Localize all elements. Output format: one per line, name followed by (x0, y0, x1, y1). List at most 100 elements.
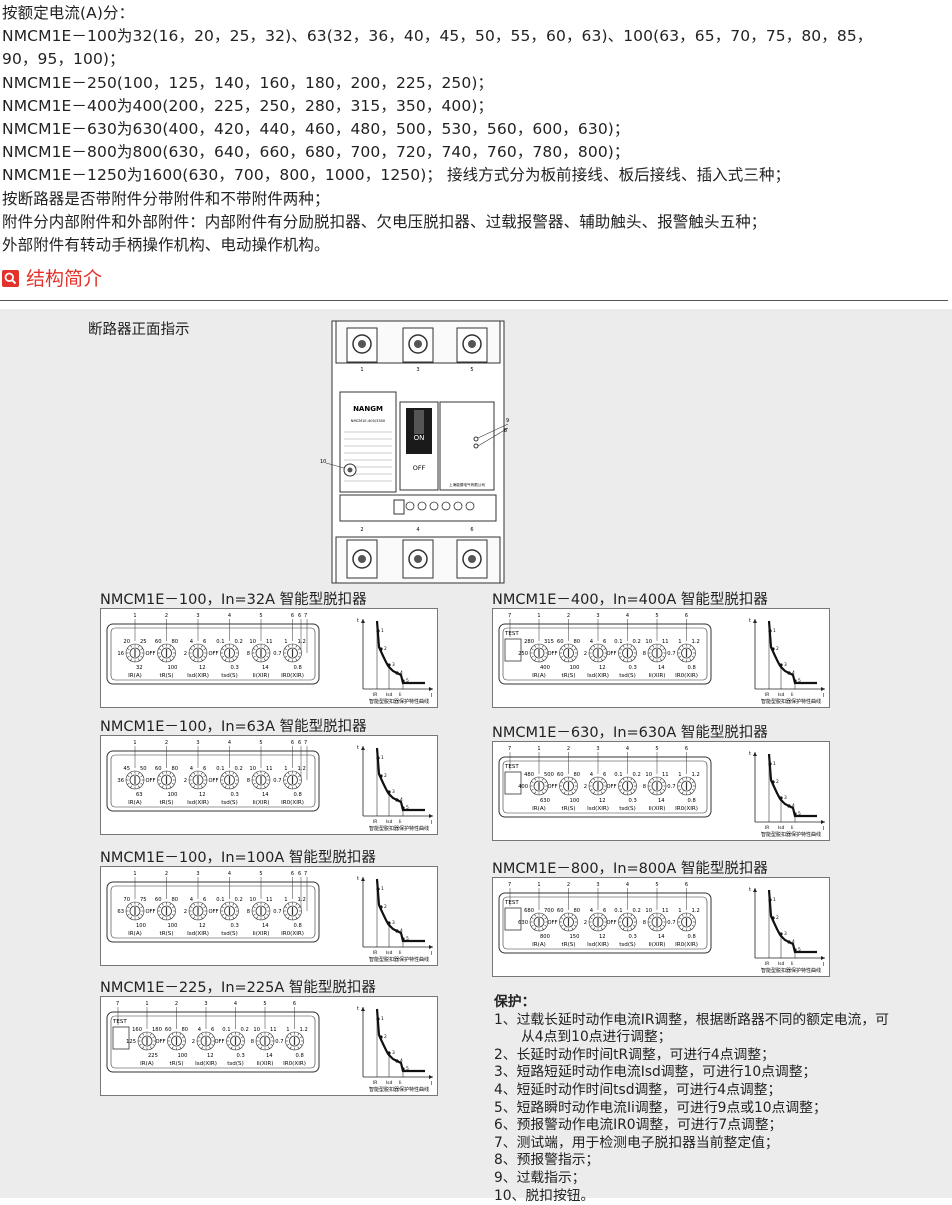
dial-value: 4 (190, 639, 194, 645)
test-port[interactable] (504, 907, 522, 931)
rotary-dial[interactable] (196, 1031, 216, 1051)
rotary-dial[interactable] (157, 901, 176, 921)
dial-value: 0.7 (273, 909, 281, 915)
rotary-dial[interactable] (125, 901, 145, 921)
dial-number: 6 (298, 740, 301, 746)
dial-label: Isd(XIR) (187, 931, 209, 937)
rotary-dial[interactable] (677, 912, 696, 932)
section-header: 结构简介 (0, 266, 948, 294)
dial-value: 60 (557, 908, 564, 914)
rotary-dial[interactable] (618, 776, 637, 796)
rotary-dial[interactable] (157, 770, 176, 790)
rotary-dial[interactable] (647, 776, 667, 796)
curve-point (395, 929, 399, 933)
rotary-dial[interactable] (677, 643, 696, 663)
rotary-dial[interactable] (226, 1031, 245, 1051)
trip-panel-inner (502, 760, 708, 814)
dial-value: 1.2 (692, 908, 700, 914)
rotary-dial[interactable] (588, 643, 608, 663)
curve-tick-label: Isd (778, 692, 785, 698)
rotary-dial[interactable] (647, 912, 667, 932)
rotary-dial[interactable] (529, 643, 549, 663)
rotary-dial[interactable] (220, 643, 239, 663)
rotary-dial[interactable] (251, 643, 271, 663)
rotary-dial[interactable] (647, 643, 667, 663)
dial-value: 10 (645, 772, 652, 778)
dial-value: 0.2 (235, 639, 243, 645)
dial-value: 400 (540, 665, 550, 671)
dial-value: 0.3 (231, 923, 239, 929)
rotary-dial[interactable] (588, 776, 608, 796)
dial-number: 3 (596, 613, 599, 619)
terminal-number: 3 (416, 367, 419, 373)
dial-number: 2 (165, 871, 168, 877)
rotary-dial[interactable] (125, 643, 145, 663)
dial-value: 14 (266, 1053, 273, 1059)
dial-number: 3 (204, 1001, 207, 1007)
dial-value: 1.2 (298, 766, 306, 772)
curve-point-number: 1 (773, 761, 776, 767)
dial-value: 2 (184, 909, 187, 915)
intro-line: 按断路器是否带附件分带附件和不带附件两种； (2, 189, 330, 208)
rotary-dial[interactable] (251, 770, 271, 790)
dial-value: 2 (184, 651, 187, 657)
rotary-dial[interactable] (167, 1031, 186, 1051)
rotary-dial[interactable] (285, 1031, 304, 1051)
rotary-dial[interactable] (588, 912, 608, 932)
test-port[interactable] (504, 638, 522, 662)
dial-value: 700 (544, 908, 554, 914)
dial-label: IR0(XIR) (675, 806, 698, 812)
curve-axis-label: t (749, 618, 751, 624)
dial-number: 1 (537, 613, 540, 619)
rotary-dial[interactable] (529, 912, 549, 932)
rotary-dial[interactable] (618, 912, 637, 932)
dial-number: 6 (291, 871, 294, 877)
company-name: 上海能德电气有限公司 (449, 482, 485, 487)
curve-tick-label: Ii (791, 692, 794, 698)
curve-point-number: 3 (784, 931, 787, 937)
rotary-dial[interactable] (220, 901, 239, 921)
dial-value: 14 (658, 665, 665, 671)
rotary-dial[interactable] (559, 912, 578, 932)
rotary-dial[interactable] (559, 776, 578, 796)
rotary-dial[interactable] (529, 776, 549, 796)
test-port[interactable] (393, 499, 405, 515)
dial-label: tR(S) (160, 673, 174, 679)
dial-value: 16 (117, 651, 124, 657)
rotary-dial[interactable] (137, 1031, 157, 1051)
test-port[interactable] (504, 771, 522, 795)
rotary-dial[interactable] (255, 1031, 275, 1051)
dial-value: 4 (590, 772, 594, 778)
dial-label: tR(S) (160, 931, 174, 937)
rotary-dial[interactable] (283, 643, 302, 663)
dial-number: 2 (567, 882, 570, 888)
rotary-dial[interactable] (125, 770, 145, 790)
callout-number: 9 (506, 418, 509, 424)
test-label: TEST (504, 764, 519, 770)
rotary-dial[interactable] (251, 901, 271, 921)
test-port[interactable] (112, 1026, 130, 1050)
dial-label: tR(S) (170, 1061, 184, 1067)
rotary-dial[interactable] (677, 776, 696, 796)
protection-item: 9、过载指示； (494, 1169, 586, 1186)
rotary-dial[interactable] (283, 901, 302, 921)
rotary-dial[interactable] (220, 770, 239, 790)
rotary-dial[interactable] (283, 770, 302, 790)
dial-value: 8 (247, 778, 250, 784)
trip-unit-title: NMCM1E－800，In=800A 智能型脱扣器 (492, 861, 768, 877)
dial-value: 60 (165, 1027, 172, 1033)
rotary-dial[interactable] (188, 901, 208, 921)
rotary-dial[interactable] (559, 643, 578, 663)
dial-value: OFF (208, 909, 218, 915)
curve-tick-label: Ii (399, 950, 402, 956)
rotary-dial[interactable] (188, 770, 208, 790)
curve-point (768, 762, 772, 766)
rotary-dial[interactable] (157, 643, 176, 663)
rotary-dial[interactable] (188, 643, 208, 663)
rotary-dial[interactable] (618, 643, 637, 663)
dial-value: 63 (117, 909, 124, 915)
dial-value: 1 (284, 766, 287, 772)
